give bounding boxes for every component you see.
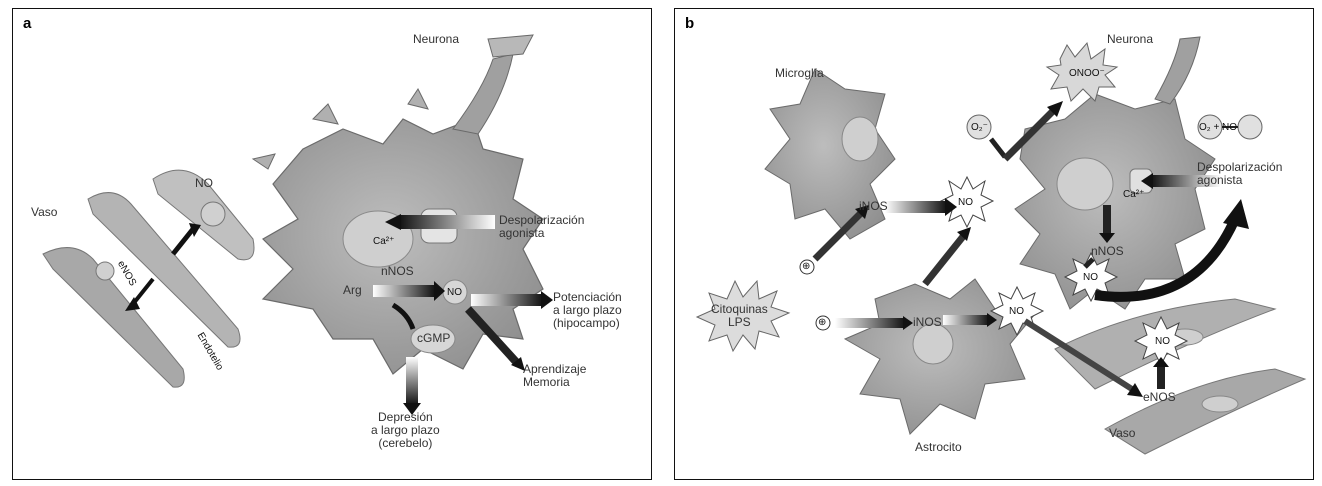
vessel-strands [43,170,254,387]
label-no-top-a: NO [195,177,213,190]
astro-no-to-microglia-arrow [925,234,965,284]
label-citoquinas-b: Citoquinas LPS [711,303,768,329]
no-to-ltp-arrowhead [541,291,553,309]
o2-arrow [991,139,1005,157]
arg-to-no-arrow [373,285,435,297]
label-vaso-b: Vaso [1109,427,1135,440]
label-no-neuron-a: NO [447,286,462,299]
panel-a: a [12,8,652,480]
label-no-vaso-b: NO [1155,335,1170,348]
label-depresion-a: Depresión a largo plazo (cerebelo) [371,411,440,450]
ca-to-nnos-arrow [1103,205,1111,235]
label-o2-b: O₂⁻ [971,121,988,134]
inos-astro-to-no-arrow [943,315,989,325]
panel-b-illustration [675,9,1315,481]
label-plus-astro-b: ⊕ [818,316,826,329]
panel-b: b [674,8,1314,480]
label-o2-no-b: O₂ + NO [1199,121,1237,134]
label-neurona-b: Neurona [1107,33,1153,46]
no-to-ltp-arrow [471,294,543,306]
label-no-neuron-b: NO [1083,271,1098,284]
label-neurona-a: Neurona [413,33,459,46]
label-nnos-a: nNOS [381,265,414,278]
label-despolarizacion-b: Despolarización agonista [1197,161,1282,187]
label-inos-microglia-b: iNOS [859,200,888,213]
label-enos-b: eNOS [1143,391,1176,404]
citoquinas-to-inos-astro-arrow [835,318,905,328]
ca-influx-arrow [399,215,495,229]
label-microglia-b: Microglía [775,67,824,80]
label-ca-b: Ca²⁺ [1123,188,1144,201]
label-no-astro-b: NO [1009,305,1024,318]
label-no-microglia-b: NO [958,196,973,209]
microglia-cell [765,69,895,239]
panel-a-illustration [13,9,653,481]
inos-to-no-arrow [885,201,947,213]
label-potenciacion-a: Potenciación a largo plazo (hipocampo) [553,291,622,330]
label-plus-micro-b: ⊕ [802,260,810,273]
enos-to-no-arrow [1157,365,1165,389]
label-astrocito-b: Astrocito [915,441,962,454]
no-circle-right [1238,115,1262,139]
label-cgmp-a: cGMP [417,332,450,345]
label-ca-a: Ca²⁺ [373,235,394,248]
label-despolarizacion-a: Despolarización agonista [499,214,584,240]
neuron-body [253,35,543,374]
label-arg-a: Arg [343,284,362,297]
label-onoo-b: ONOO⁻ [1069,67,1105,80]
neuron-b-cell [1015,37,1215,309]
label-vaso-a: Vaso [31,206,57,219]
vessels-b [1055,299,1305,454]
label-inos-astro-b: iNOS [913,316,942,329]
vessel-no-arrow [173,229,193,254]
cgmp-to-ltd-arrow [406,357,418,405]
label-nnos-b: nNOS [1091,245,1124,258]
label-aprendizaje-a: Aprendizaje Memoria [523,363,586,389]
